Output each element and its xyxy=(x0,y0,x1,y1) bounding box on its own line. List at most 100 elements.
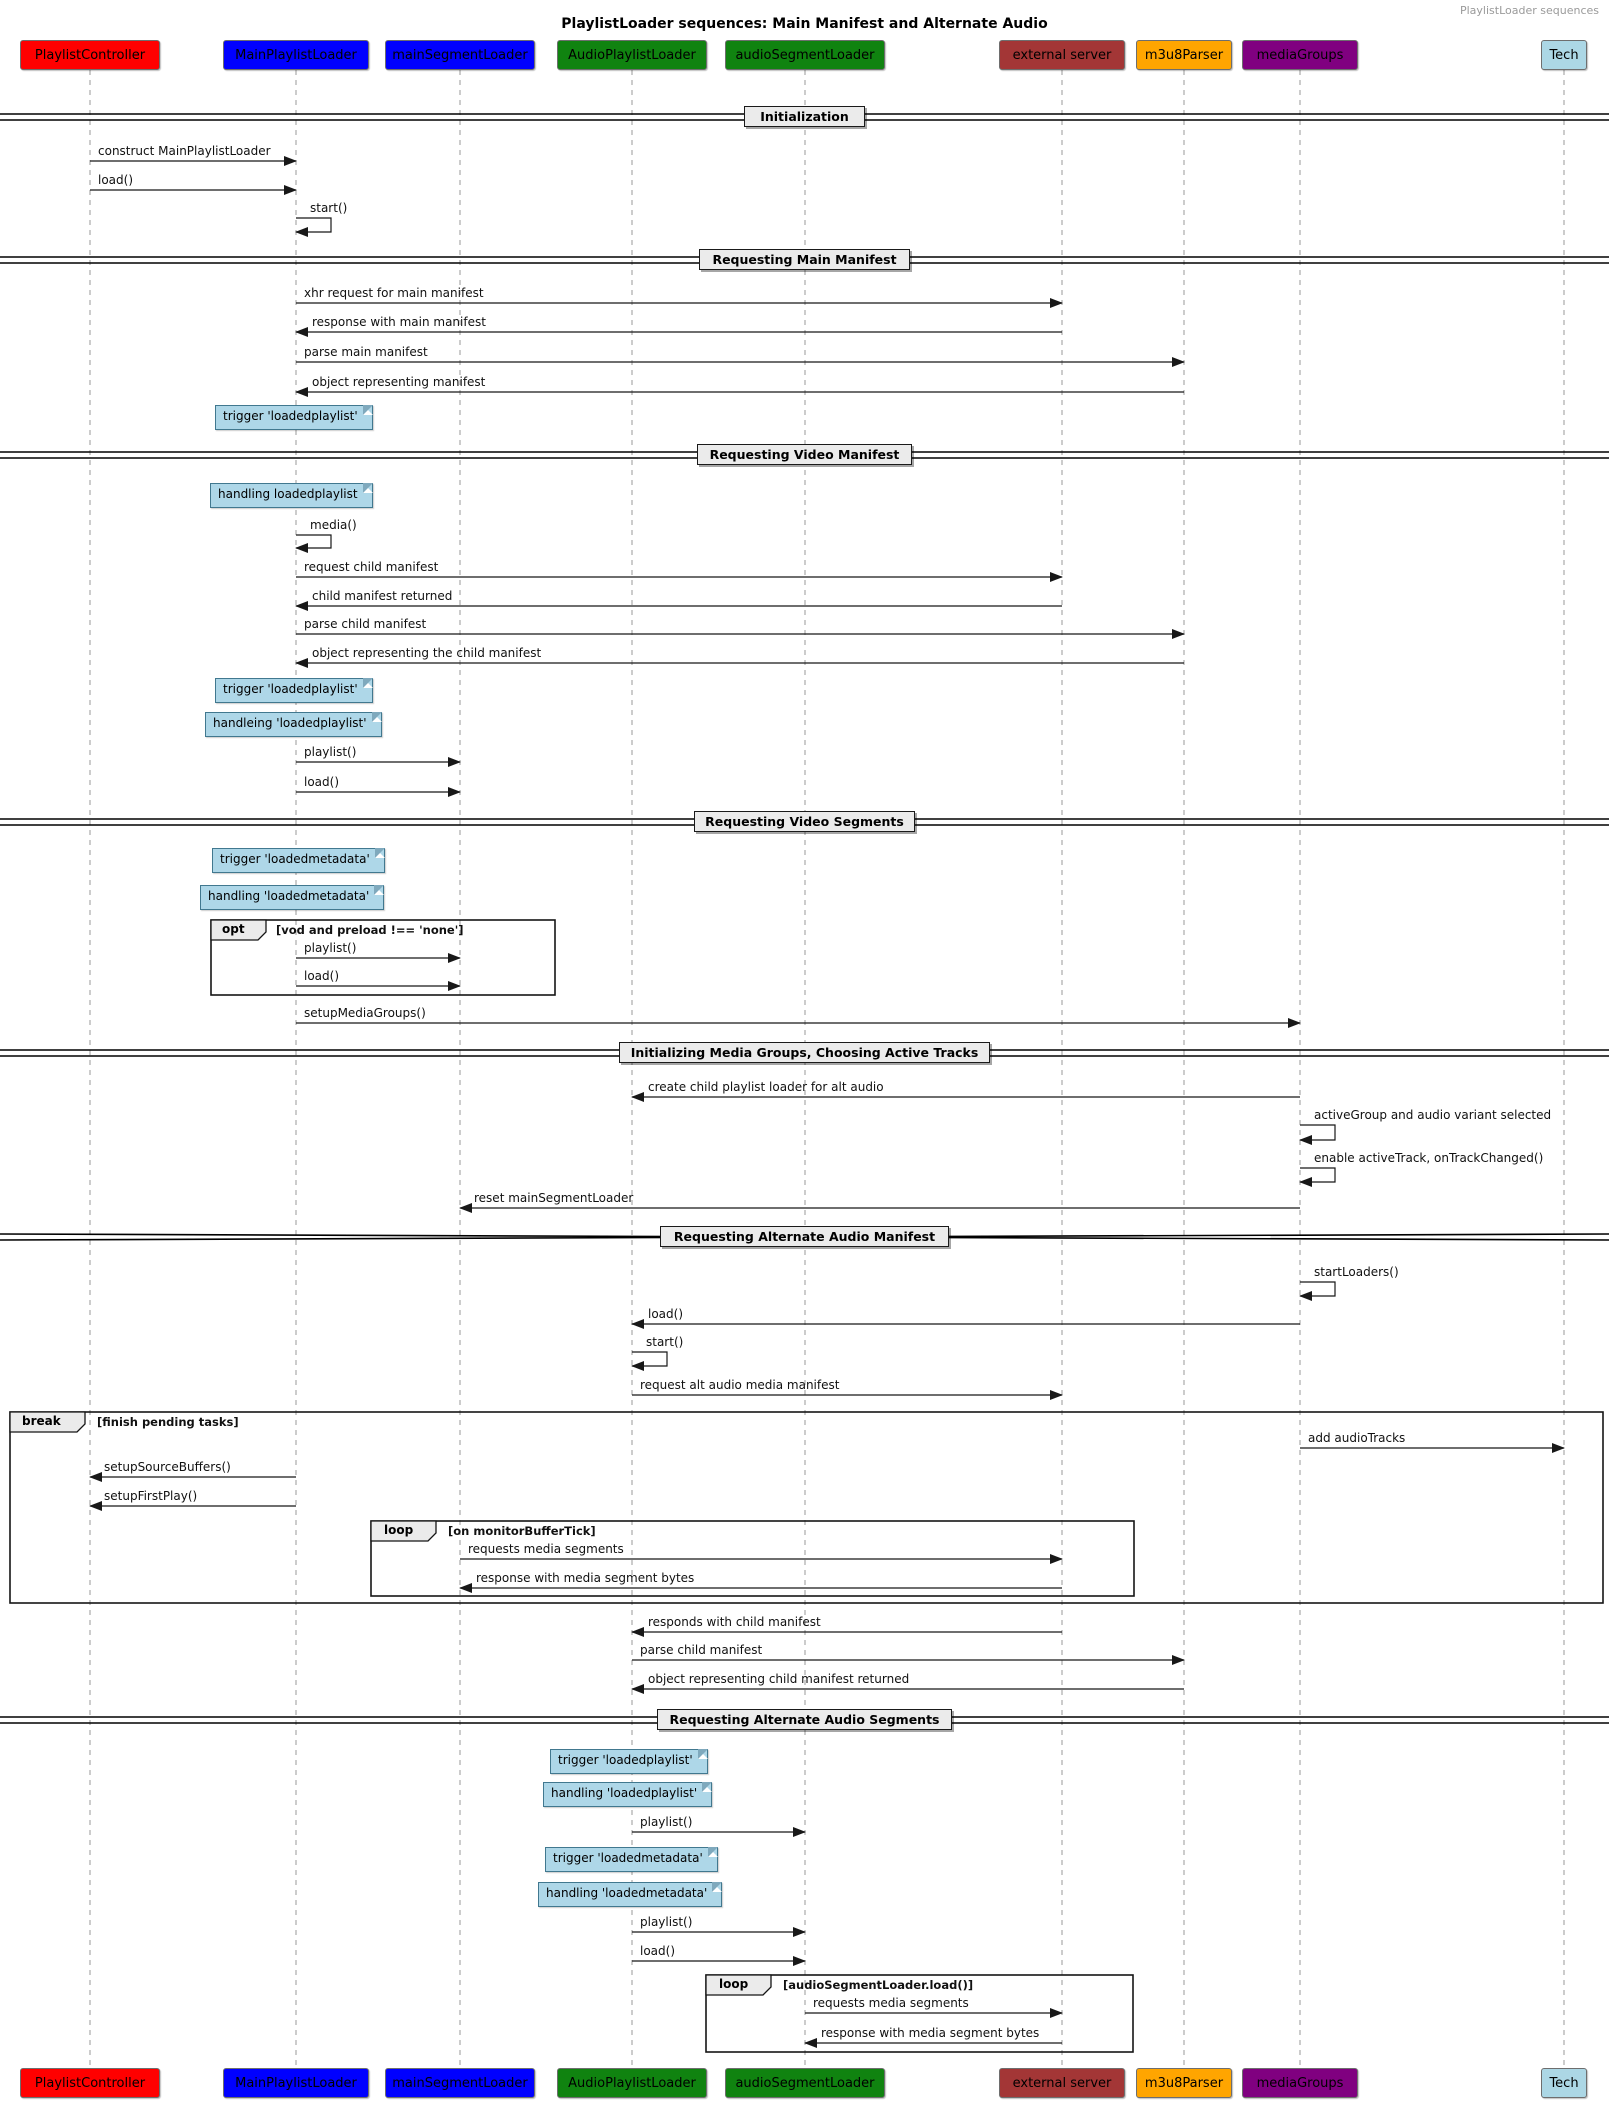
opt-operator: opt xyxy=(222,922,245,936)
participant-bottom-tech: Tech xyxy=(1541,2068,1587,2098)
participant-top-mainsegmentloader: mainSegmentLoader xyxy=(385,40,535,70)
participant-top-playlistcontroller: PlaylistController xyxy=(20,40,160,70)
message-label: responds with child manifest xyxy=(648,1615,821,1629)
loop2-pentagon xyxy=(705,1974,772,1996)
arrow-start-self xyxy=(295,217,332,237)
divider-initializing-media-groups: Initializing Media Groups, Choosing Acti… xyxy=(619,1042,990,1063)
participant-bottom-external-server: external server xyxy=(999,2068,1125,2098)
message-label: object representing the child manifest xyxy=(312,646,542,660)
message-label: child manifest returned xyxy=(312,589,453,603)
message-label: load() xyxy=(304,775,340,789)
participant-bottom-playlistcontroller: PlaylistController xyxy=(20,2068,160,2098)
loop2-guard: [audioSegmentLoader.load()] xyxy=(783,1978,974,1992)
arrow-start-audio-self xyxy=(631,1351,668,1371)
divider-requesting-video-segments: Requesting Video Segments xyxy=(694,811,915,832)
message-label: add audioTracks xyxy=(1308,1431,1406,1445)
note-trigger-loadedplaylist-1: trigger 'loadedplaylist' xyxy=(215,405,373,430)
message-label: requests media segments xyxy=(468,1542,624,1556)
message-label: response with media segment bytes xyxy=(476,1571,695,1585)
message-label: load() xyxy=(98,173,134,187)
participant-bottom-audiosegmentloader: audioSegmentLoader xyxy=(725,2068,885,2098)
message-label: setupMediaGroups() xyxy=(304,1006,426,1020)
break-operator: break xyxy=(22,1414,61,1428)
message-label: media() xyxy=(310,518,357,532)
frame-operator-pentagons xyxy=(9,919,772,1996)
arrow-media-self xyxy=(295,534,332,553)
message-label: requests media segments xyxy=(813,1996,969,2010)
participant-bottom-mainplaylistloader: MainPlaylistLoader xyxy=(223,2068,369,2098)
message-label: playlist() xyxy=(640,1815,693,1829)
arrow-activegroup-self xyxy=(1299,1124,1336,1145)
note-trigger-loadedmetadata-2: trigger 'loadedmetadata' xyxy=(545,1847,718,1872)
diagram-title: PlaylistLoader sequences: Main Manifest … xyxy=(561,16,1048,32)
participant-bottom-mainsegmentloader: mainSegmentLoader xyxy=(385,2068,535,2098)
message-label: setupSourceBuffers() xyxy=(104,1460,231,1474)
divider-requesting-alt-audio-segments: Requesting Alternate Audio Segments xyxy=(657,1709,952,1730)
message-label: load() xyxy=(648,1307,684,1321)
message-label: xhr request for main manifest xyxy=(304,286,484,300)
message-label: parse main manifest xyxy=(304,345,428,359)
message-label: response with main manifest xyxy=(312,315,486,329)
note-trigger-loadedplaylist-2: trigger 'loadedplaylist' xyxy=(215,678,373,703)
participant-bottom-m3u8parser: m3u8Parser xyxy=(1136,2068,1232,2098)
opt-frame xyxy=(210,919,556,996)
break-guard: [finish pending tasks] xyxy=(97,1415,239,1429)
participant-top-external-server: external server xyxy=(999,40,1125,70)
arrow-enable-activetrack-self xyxy=(1299,1167,1336,1187)
note-handling-loadedmetadata-1: handling 'loadedmetadata' xyxy=(200,885,385,910)
message-label: create child playlist loader for alt aud… xyxy=(648,1080,884,1094)
divider-requesting-video-manifest: Requesting Video Manifest xyxy=(697,444,912,465)
participant-bottom-mediagroups: mediaGroups xyxy=(1242,2068,1358,2098)
message-label: request child manifest xyxy=(304,560,439,574)
message-label: start() xyxy=(646,1335,684,1349)
divider-initialization: Initialization xyxy=(744,106,865,127)
lifelines xyxy=(89,70,1565,2068)
arrow-startloaders-self xyxy=(1299,1281,1336,1301)
divider-requesting-alt-audio-manifest: Requesting Alternate Audio Manifest xyxy=(660,1226,949,1247)
message-label: response with media segment bytes xyxy=(821,2026,1040,2040)
participant-top-mainplaylistloader: MainPlaylistLoader xyxy=(223,40,369,70)
break-frame xyxy=(9,1411,1604,1604)
message-label: playlist() xyxy=(304,941,357,955)
divider-requesting-main-manifest: Requesting Main Manifest xyxy=(699,249,910,270)
message-label: activeGroup and audio variant selected xyxy=(1314,1108,1552,1122)
message-label: start() xyxy=(310,201,348,215)
message-label: setupFirstPlay() xyxy=(104,1489,198,1503)
participant-top-tech: Tech xyxy=(1541,40,1587,70)
message-label: construct MainPlaylistLoader xyxy=(98,144,271,158)
opt-pentagon xyxy=(210,919,267,941)
message-label: playlist() xyxy=(304,745,357,759)
loop1-pentagon xyxy=(370,1520,437,1542)
loop-frame-audio xyxy=(705,1974,1134,2053)
opt-guard: [vod and preload !== 'none'] xyxy=(276,923,464,937)
message-label: object representing child manifest retur… xyxy=(648,1672,910,1686)
message-arrows xyxy=(89,156,1565,2048)
participant-top-mediagroups: mediaGroups xyxy=(1242,40,1358,70)
participant-top-audiosegmentloader: audioSegmentLoader xyxy=(725,40,885,70)
loop1-operator: loop xyxy=(384,1523,414,1537)
loop2-operator: loop xyxy=(719,1977,749,1991)
loop-frame-video xyxy=(370,1520,1135,1597)
message-label: enable activeTrack, onTrackChanged() xyxy=(1314,1151,1544,1165)
note-handling-loadedplaylist-1: handling loadedplaylist xyxy=(210,483,373,508)
participant-top-audioplaylistloader: AudioPlaylistLoader xyxy=(557,40,707,70)
note-handleing-loadedplaylist: handleing 'loadedplaylist' xyxy=(205,712,382,737)
message-label: parse child manifest xyxy=(640,1643,763,1657)
participant-top-m3u8parser: m3u8Parser xyxy=(1136,40,1232,70)
participant-bottom-audioplaylistloader: AudioPlaylistLoader xyxy=(557,2068,707,2098)
message-label: load() xyxy=(304,969,340,983)
note-handling-loadedmetadata-2: handling 'loadedmetadata' xyxy=(538,1882,723,1907)
note-trigger-loadedmetadata-1: trigger 'loadedmetadata' xyxy=(212,848,385,873)
note-trigger-loadedplaylist-3: trigger 'loadedplaylist' xyxy=(550,1749,708,1774)
message-label: parse child manifest xyxy=(304,617,427,631)
loop1-guard: [on monitorBufferTick] xyxy=(448,1524,596,1538)
message-label: playlist() xyxy=(640,1915,693,1929)
note-handling-loadedplaylist-2: handling 'loadedplaylist' xyxy=(543,1782,713,1807)
page-header-label: PlaylistLoader sequences xyxy=(1459,4,1599,17)
message-label: reset mainSegmentLoader xyxy=(474,1191,634,1205)
message-label: load() xyxy=(640,1944,676,1958)
message-label: request alt audio media manifest xyxy=(640,1378,840,1392)
frames xyxy=(9,919,1604,2053)
message-label: startLoaders() xyxy=(1314,1265,1399,1279)
